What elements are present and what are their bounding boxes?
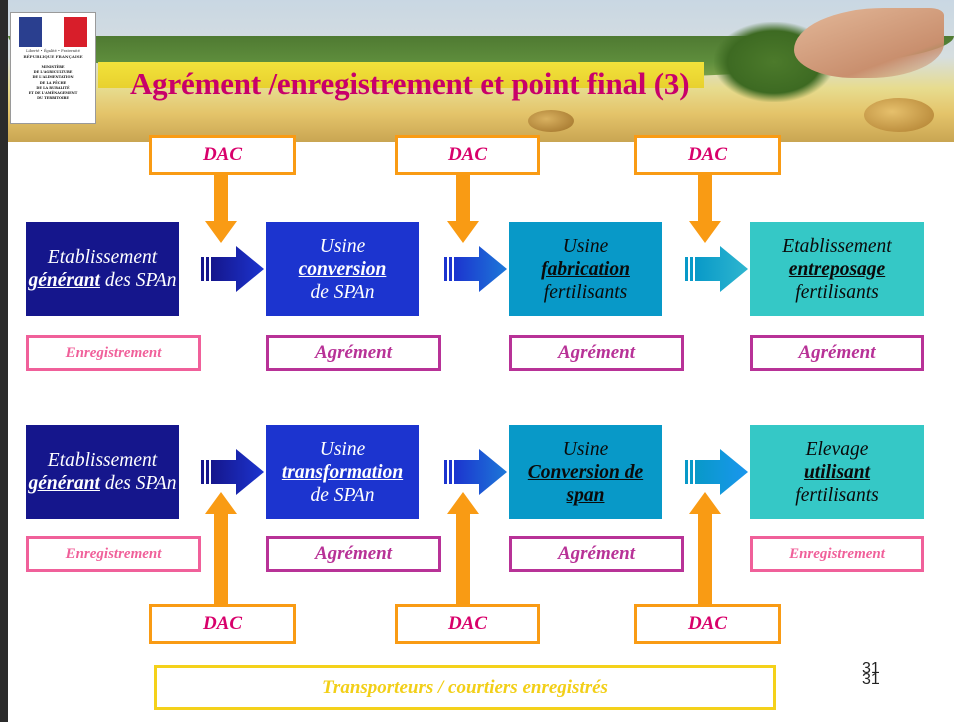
status-label-r1-4: Agrément	[750, 335, 924, 371]
dac-up-arrow-2	[447, 492, 479, 604]
logo-republic: RÉPUBLIQUE FRANÇAISE	[23, 54, 83, 59]
node-r1-3-post: fertilisants	[543, 281, 628, 303]
node-r1-2-em: conversion	[298, 258, 387, 280]
node-r1-generant: Etablissement générant des SPAn	[26, 222, 179, 316]
node-r1-4-post: fertilisants	[795, 281, 879, 303]
header-banner	[8, 0, 954, 142]
node-r1-fabrication: Usine fabrication fertilisants	[509, 222, 662, 316]
status-label-r2-4: Enregistrement	[750, 536, 924, 572]
slide-title: Agrément /enregistrement et point final …	[130, 66, 690, 101]
flow-arrow-r2-2	[444, 449, 507, 495]
status-label-r1-2: Agrément	[266, 335, 441, 371]
dac-box-r2-3: DAC	[634, 604, 781, 644]
node-r2-conversion-span: Usine Conversion de span	[509, 425, 662, 519]
banner-hand	[794, 8, 944, 78]
node-r1-1-pre: Etablissement	[47, 247, 158, 268]
dac-box-r1-3: DAC	[634, 135, 781, 175]
node-r2-1-em: générant	[28, 473, 100, 494]
node-r1-1-em: générant	[28, 270, 100, 291]
flow-arrow-r1-3	[685, 246, 748, 292]
logo-motto: Liberté • Égalité • Fraternité RÉPUBLIQU…	[13, 49, 93, 59]
node-r1-4-pre: Etablissement	[782, 235, 892, 257]
dac-up-arrow-3	[689, 492, 721, 604]
node-r2-2-pre: Usine	[319, 438, 366, 460]
node-r1-4-em: entreposage	[788, 258, 886, 280]
status-label-r1-3: Agrément	[509, 335, 684, 371]
flow-arrow-r2-3	[685, 449, 748, 495]
node-r2-4-post: fertilisants	[795, 484, 879, 506]
banner-hay-bale	[864, 98, 934, 132]
node-r2-1-post: des SPAn	[99, 473, 177, 494]
logo-ministry: MINISTÈRE DE L'AGRICULTURE DE L'ALIMENTA…	[28, 65, 78, 101]
node-r1-1-post: des SPAn	[99, 270, 177, 291]
node-r1-2-pre: Usine	[319, 235, 366, 257]
dac-down-arrow-2	[447, 174, 479, 243]
node-r2-4-pre: Elevage	[805, 438, 869, 460]
status-label-r2-3: Agrément	[509, 536, 684, 572]
marianne-flag-icon	[19, 17, 88, 47]
node-r2-1-pre: Etablissement	[47, 450, 158, 471]
dac-down-arrow-3	[689, 174, 721, 243]
flow-arrow-r1-1	[201, 246, 264, 292]
status-label-r2-2: Agrément	[266, 536, 441, 572]
node-r2-4-em: utilisant	[803, 461, 871, 483]
node-r1-conversion: Usine conversion de SPAn	[266, 222, 419, 316]
node-r1-2-post: de SPAn	[310, 281, 375, 303]
transport-box: Transporteurs / courtiers enregistrés	[154, 665, 776, 710]
page-number-top: 31	[862, 660, 880, 677]
left-frame	[0, 0, 8, 722]
banner-field	[98, 62, 704, 88]
dac-down-arrow-1	[205, 174, 237, 243]
node-r2-transformation: Usine transformation de SPAn	[266, 425, 419, 519]
flow-arrow-r1-2	[444, 246, 507, 292]
flow-arrow-r2-1	[201, 449, 264, 495]
status-label-r1-1: Enregistrement	[26, 335, 201, 371]
node-r2-2-post: de SPAn	[310, 484, 375, 506]
ministry-logo: Liberté • Égalité • Fraternité RÉPUBLIQU…	[10, 12, 96, 124]
dac-box-r1-2: DAC	[395, 135, 540, 175]
page-number: 31	[862, 671, 880, 688]
node-r1-3-em: fabrication	[541, 258, 630, 280]
node-r1-3-pre: Usine	[562, 235, 609, 257]
banner-hay-bale-small	[528, 110, 574, 132]
node-r2-elevage: Elevage utilisant fertilisants	[750, 425, 924, 519]
dac-box-r2-2: DAC	[395, 604, 540, 644]
dac-box-r1-1: DAC	[149, 135, 296, 175]
node-r1-entreposage: Etablissement entreposage fertilisants	[750, 222, 924, 316]
node-r2-3-pre: Usine	[562, 438, 609, 460]
dac-up-arrow-1	[205, 492, 237, 604]
status-label-r2-1: Enregistrement	[26, 536, 201, 572]
logo-motto-text: Liberté • Égalité • Fraternité	[26, 49, 80, 53]
dac-box-r2-1: DAC	[149, 604, 296, 644]
node-r2-3-em: Conversion de span	[527, 461, 644, 506]
node-r2-generant: Etablissement générant des SPAn	[26, 425, 179, 519]
node-r2-2-em: transformation	[281, 461, 404, 483]
